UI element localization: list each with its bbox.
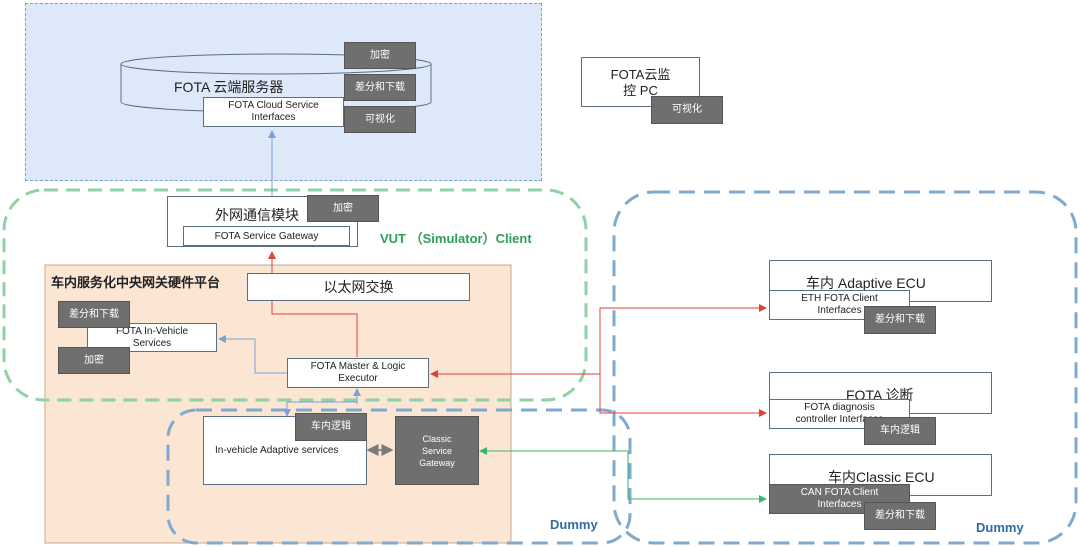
platform-title: 车内服务化中央网关硬件平台 (51, 275, 221, 290)
ethernet-switch: 以太网交换 (247, 273, 470, 301)
adaptive-ecu-interface: ETH FOTA Client Interfaces (769, 290, 910, 320)
classic-ecu-title: 车内Classic ECU (828, 469, 935, 485)
dummy-label-right: Dummy (976, 520, 1024, 535)
adaptive-ecu-title: 车内 Adaptive ECU (806, 275, 926, 291)
cloud-server-title: FOTA 云端服务器 (174, 79, 284, 95)
adaptive-tag-logic: 车内逻辑 (295, 413, 367, 441)
fota-master-executor: FOTA Master & Logic Executor (287, 358, 429, 388)
adaptive-services-label: In-vehicle Adaptive services (215, 445, 339, 456)
cloud-tag-visualize: 可视化 (344, 106, 416, 133)
cloud-tag-diff-download: 差分和下载 (344, 74, 416, 101)
monitor-tag-visualize: 可视化 (651, 96, 723, 124)
arrow-to-adaptive-ecu (599, 304, 767, 374)
arrow-classic-gateway-ecu (627, 451, 767, 503)
services-tag-diff-download: 差分和下载 (58, 301, 130, 328)
dummy-region-lower (166, 408, 632, 545)
classic-ecu-tag: 差分和下载 (864, 502, 936, 530)
dummy-region-right (612, 190, 1078, 545)
vut-region (2, 188, 588, 402)
arrow-master-to-services (218, 335, 287, 374)
classic-service-gateway: Classic Service Gateway (395, 416, 479, 485)
diagnosis-tag: 车内逻辑 (864, 417, 936, 445)
vut-label: VUT （Simulator）Client (380, 231, 532, 246)
services-tag-encrypt: 加密 (58, 347, 130, 374)
cloud-tag-encrypt: 加密 (344, 42, 416, 69)
fota-service-gateway: FOTA Service Gateway (183, 226, 350, 246)
dummy-label-lower: Dummy (550, 517, 598, 532)
comm-module-title: 外网通信模块 (215, 207, 299, 223)
adaptive-ecu-tag: 差分和下载 (864, 306, 936, 334)
comm-tag-encrypt: 加密 (307, 195, 379, 222)
arrow-to-diagnosis (599, 374, 767, 417)
cloud-service-interfaces: FOTA Cloud Service Interfaces (203, 97, 344, 127)
